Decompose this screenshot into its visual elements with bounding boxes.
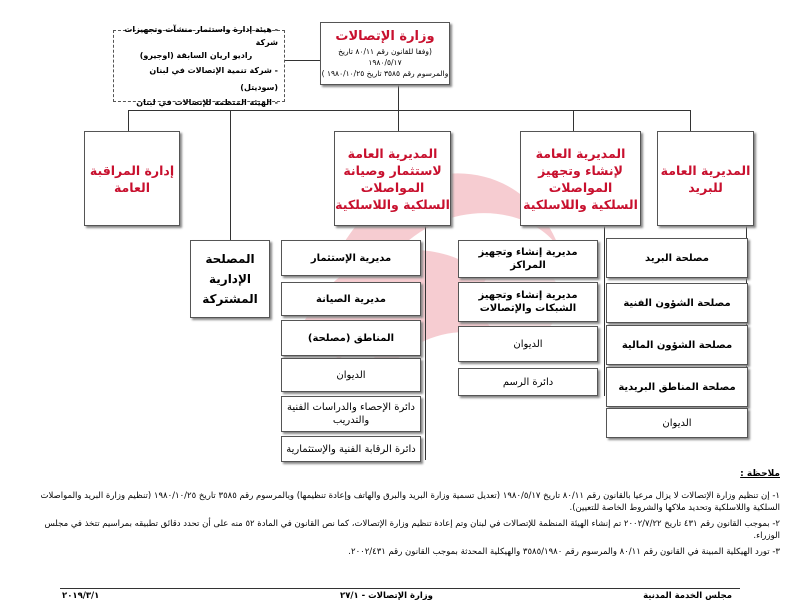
footer-center: وزارة الإتصالات - ٢٧/١ [340,591,433,601]
operation-unit-line2: والتدريب [332,415,370,426]
post-unit-label: الديوان [662,417,692,429]
shared-service-line: المصلحة [205,252,255,266]
directorate-construction: المديرية العامة لإنشاء وتجهيز المواصلات … [520,131,641,226]
shared-service-line: المشتركة [202,292,258,306]
inspection-administration: إدارة المراقبة العامة [84,131,180,226]
note-item: ١- إن تنظيم وزارة الإتصالات لا يزال مرعي… [40,491,780,513]
construction-unit-line2: الشبكات والإتصالات [479,303,577,314]
operation-unit: مديرية الإستثمار [281,240,421,276]
post-unit-label: مصلحة الشؤون الفنية [623,297,731,309]
post-unit-label: مصلحة الشؤون المالية [621,339,733,351]
post-unit: مصلحة الشؤون المالية [606,325,748,365]
notes-heading: ملاحظة : [740,469,780,479]
construction-unit: مديرية إنشاء وتجهيز الشبكات والإتصالات [458,282,598,322]
ministry-law-line2: والمرسوم رقم ٣٥٨٥ تاريخ ١٩٨٠/١٠/٢٥ ) [321,69,449,78]
directorate-operation: المديرية العامة لاستثمار وصيانة المواصلا… [334,131,451,226]
post-unit: الديوان [606,408,748,438]
operation-unit: الديوان [281,358,421,392]
directorate-operation-line: المديرية العامة [347,145,438,161]
directorate-construction-line: السلكية واللاسلكية [523,196,638,212]
operation-unit-line1: دائرة الإحصاء والدراسات الفنية [286,402,416,413]
directorate-post-line2: للبريد [688,179,723,195]
directorate-construction-line: لإنشاء وتجهيز [538,162,623,178]
operation-unit-line1: مديرية الصيانة [316,293,386,305]
inspection-line1: إدارة المراقبة [89,162,175,178]
ministry-title: وزارة الإتصالات [335,29,435,44]
ministry-law-line1: (وفقا للقانون رقم ٨٠/١١ تاريخ ١٩٨٠/٥/١٧ [338,47,432,67]
footer-right: مجلس الخدمة المدنية [643,591,732,601]
construction-unit-line1: الديوان [513,338,543,350]
note-item: ٢- بموجب القانون رقم ٤٣١ تاريخ ٢٠٠٢/٧/٢٢… [44,519,780,541]
construction-unit-line1: دائرة الرسم [502,376,554,388]
post-unit-label: مصلحة البريد [645,252,709,264]
directorate-post: المديرية العامة للبريد [657,131,754,226]
affiliated-item: راديو اريان السابقة (اوجيرو) [139,51,253,60]
shared-admin-service: المصلحة الإدارية المشتركة [190,240,270,318]
note-item: ٣- تورد الهيكلية المبينة في القانون رقم … [348,547,780,557]
operation-unit: المناطق (مصلحة) [281,320,421,356]
shared-service-line: الإدارية [209,272,252,286]
affiliated-item: - الهيئة المنظمة للإتصالات في لبنان [136,98,278,107]
post-unit: مصلحة الشؤون الفنية [606,283,748,323]
post-unit-label: مصلحة المناطق البريدية [618,381,736,393]
directorate-construction-line: المواصلات [548,179,613,195]
construction-unit: الديوان [458,326,598,362]
footer-left: ٢٠١٩/٣/١ [62,591,100,601]
operation-unit: مديرية الصيانة [281,282,421,316]
construction-unit: مديرية إنشاء وتجهيز المراكز [458,240,598,278]
operation-unit-line1: المناطق (مصلحة) [307,332,395,344]
affiliated-item: - هيئة إدارة واستثمار منشآت وتجهيزات شرك… [124,25,278,47]
inspection-line2: العامة [113,179,151,195]
directorate-operation-line: لاستثمار وصيانة [343,162,442,178]
operation-unit-line1: دائرة الرقابة الفنية والإستثمارية [286,443,416,455]
post-unit: مصلحة المناطق البريدية [606,367,748,407]
operation-unit-line1: مديرية الإستثمار [310,252,392,264]
construction-unit-line1: مديرية إنشاء وتجهيز [478,247,578,258]
ministry-box: وزارة الإتصالات (وفقا للقانون رقم ٨٠/١١ … [320,22,450,85]
directorate-operation-line: السلكية واللاسلكية [335,196,450,212]
affiliated-bodies-box: - هيئة إدارة واستثمار منشآت وتجهيزات شرك… [113,25,285,107]
construction-unit-line1: مديرية إنشاء وتجهيز [478,290,578,301]
notes-section: ملاحظة : ١- إن تنظيم وزارة الإتصالات لا … [28,468,780,558]
operation-unit: دائرة الإحصاء والدراسات الفنية والتدريب [281,396,421,432]
directorate-post-line1: المديرية العامة [660,162,751,178]
directorate-construction-line: المديرية العامة [535,145,626,161]
construction-unit: دائرة الرسم [458,368,598,396]
construction-unit-line2: المراكز [510,260,546,271]
directorate-operation-line: المواصلات [360,179,425,195]
post-unit: مصلحة البريد [606,238,748,278]
operation-unit-line1: الديوان [336,369,366,381]
operation-unit: دائرة الرقابة الفنية والإستثمارية [281,436,421,462]
affiliated-item: - شركة تنمية الإتصالات في لبنان (سوديتل) [149,66,278,92]
